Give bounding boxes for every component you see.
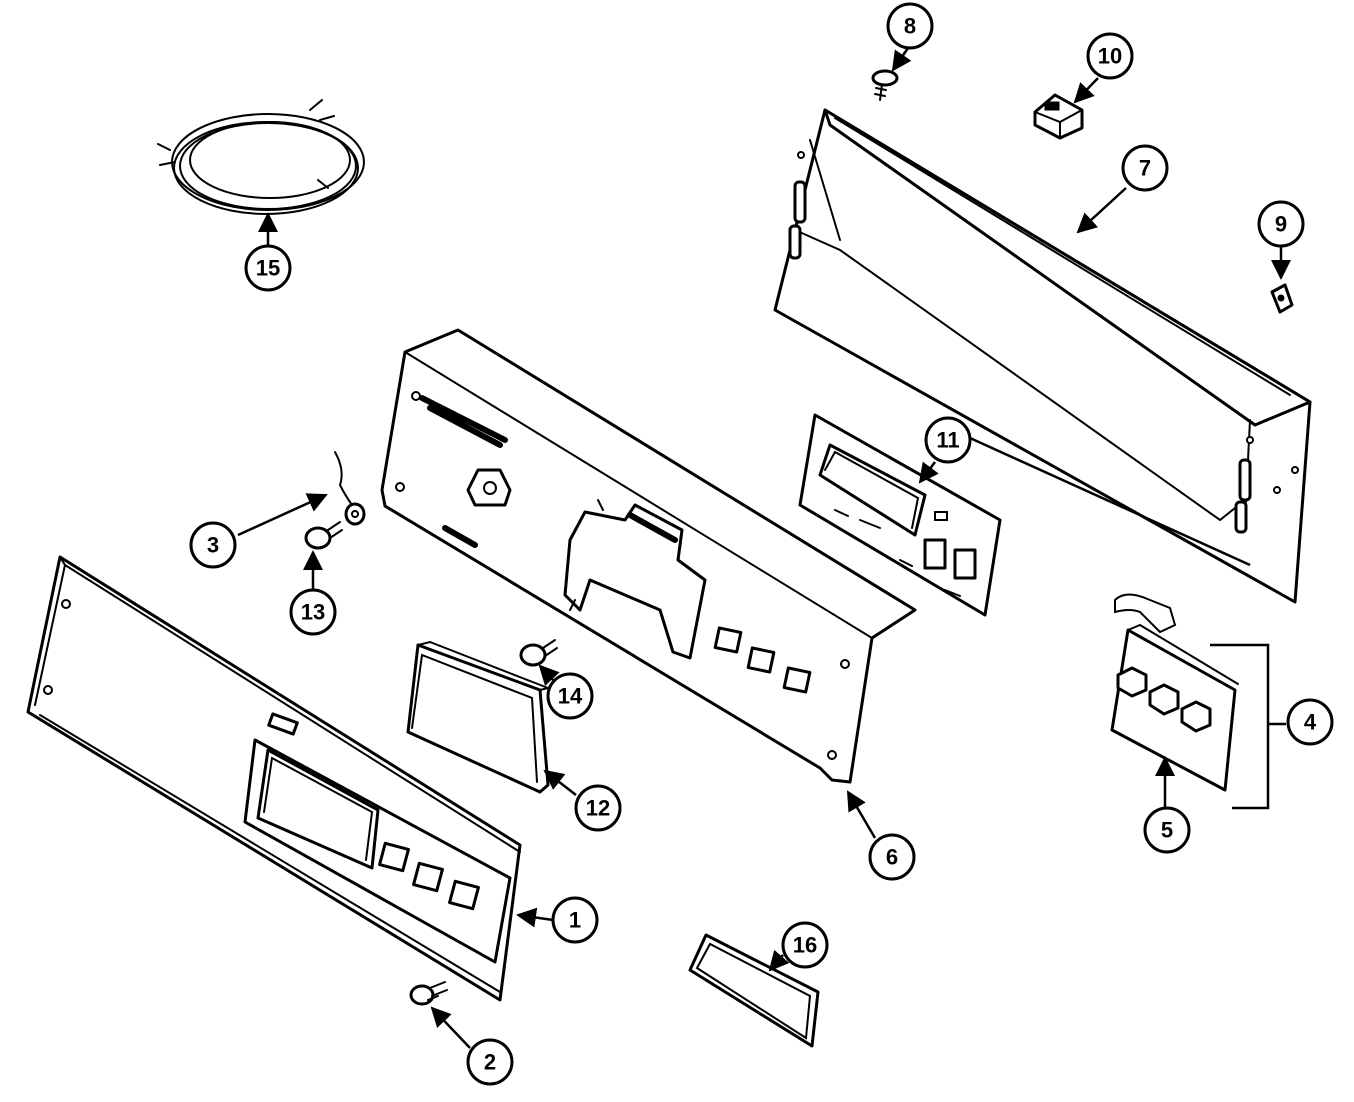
callout-12: 12: [574, 784, 622, 832]
nut-9: [1270, 283, 1294, 314]
svg-text:14: 14: [558, 684, 583, 709]
gasket-16: [688, 933, 820, 1048]
callout-15: 15: [244, 244, 292, 292]
assembly-bracket-4: [1210, 643, 1286, 810]
callout-9: 9: [1257, 200, 1305, 248]
callout-10: 10: [1086, 32, 1134, 80]
console-rear-housing: [773, 108, 1312, 604]
svg-text:10: 10: [1098, 44, 1122, 69]
svg-text:9: 9: [1275, 212, 1287, 237]
callout-14: 14: [546, 672, 594, 720]
callout-5: 5: [1143, 806, 1191, 854]
svg-text:11: 11: [936, 428, 959, 453]
leader-lines: [237, 47, 1291, 1049]
svg-text:2: 2: [484, 1050, 496, 1075]
callout-7: 7: [1121, 144, 1169, 192]
wire-lead-3: [334, 451, 366, 526]
console-panel-6: [380, 328, 917, 784]
svg-text:4: 4: [1304, 710, 1317, 735]
screw-8: [871, 69, 899, 101]
screw-2: [409, 981, 448, 1006]
callout-1: 1: [551, 896, 599, 944]
fastener-14: [519, 639, 558, 667]
svg-text:3: 3: [207, 533, 219, 558]
callout-6: 6: [868, 833, 916, 881]
svg-text:13: 13: [301, 600, 325, 625]
callout-8: 8: [886, 2, 934, 50]
control-board-11: [798, 413, 1002, 617]
fastener-13: [304, 521, 343, 550]
svg-text:15: 15: [256, 256, 280, 281]
svg-text:8: 8: [904, 14, 916, 39]
wire-harness-coil: [157, 99, 365, 215]
svg-text:6: 6: [886, 845, 898, 870]
callout-2: 2: [466, 1038, 514, 1086]
svg-text:5: 5: [1161, 818, 1173, 843]
display-lens-12: [406, 640, 552, 794]
svg-text:1: 1: [569, 908, 581, 933]
front-panel-1: [26, 555, 522, 1002]
clip-10: [1033, 93, 1084, 140]
callout-16: 16: [781, 921, 829, 969]
svg-text:16: 16: [793, 933, 817, 958]
callout-3: 3: [189, 521, 237, 569]
svg-text:12: 12: [586, 796, 610, 821]
switch-board-5: [1110, 593, 1239, 792]
callout-13: 13: [289, 588, 337, 636]
callout-11: 11: [924, 416, 972, 464]
callout-4: 4: [1286, 698, 1334, 746]
svg-text:7: 7: [1139, 156, 1151, 181]
